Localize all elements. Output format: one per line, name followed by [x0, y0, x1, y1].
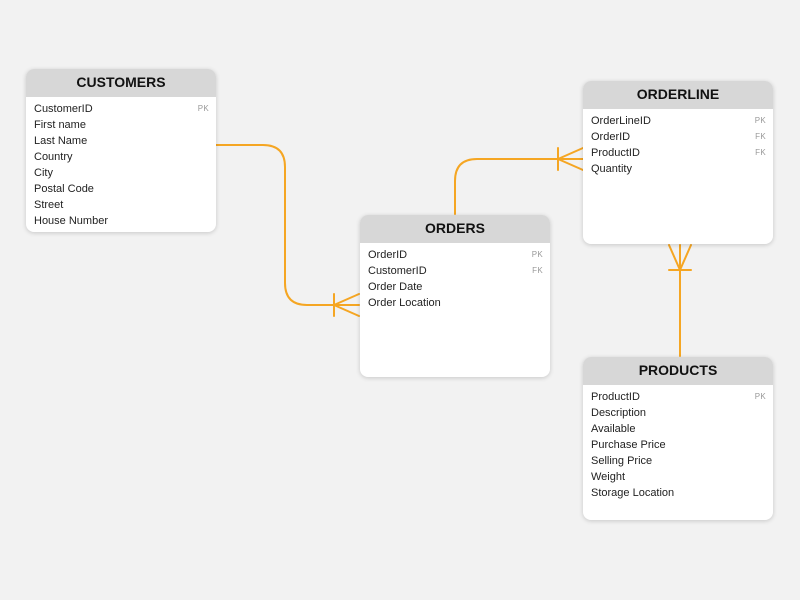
field-row[interactable]: First name [26, 117, 216, 133]
field-row[interactable]: OrderLineID PK [583, 113, 773, 129]
field-row[interactable]: OrderID FK [583, 129, 773, 145]
field-row[interactable]: Street [26, 197, 216, 213]
field-row[interactable]: ProductID FK [583, 145, 773, 161]
field-row[interactable]: Weight [583, 469, 773, 485]
field-name: Postal Code [34, 183, 94, 195]
crowfoot-orderline-right [679, 244, 692, 271]
field-name: Country [34, 151, 73, 163]
field-name: Weight [591, 471, 626, 483]
entity-orderline[interactable]: ORDERLINE OrderLineID PK OrderID FK Produc… [583, 81, 773, 244]
field-name: CustomerID [34, 103, 93, 115]
field-name: Street [34, 199, 64, 211]
field-row[interactable]: CustomerID PK [26, 101, 216, 117]
field-row[interactable]: Available [583, 421, 773, 437]
field-name: House Number [34, 215, 108, 227]
key-badge: FK [755, 132, 766, 141]
field-row[interactable]: Postal Code [26, 181, 216, 197]
crowfoot-orderline-bottom [557, 158, 584, 171]
entity-customers[interactable]: CUSTOMERS CustomerID PK First name Last N… [26, 69, 216, 232]
crowfoot-orderline-top [557, 147, 584, 160]
entity-title: ORDERLINE [583, 81, 773, 109]
key-badge: PK [197, 104, 209, 113]
field-list: OrderLineID PK OrderID FK ProductID FK Quan… [583, 109, 773, 177]
field-row[interactable]: Selling Price [583, 453, 773, 469]
field-name: Order Date [368, 281, 423, 293]
field-name: Selling Price [591, 455, 653, 467]
field-name: City [34, 167, 53, 179]
field-row[interactable]: CustomerID FK [360, 263, 550, 279]
entity-title: PRODUCTS [583, 357, 773, 385]
entity-orders[interactable]: ORDERS OrderID PK CustomerID FK Order Date… [360, 215, 550, 377]
field-row[interactable]: Last Name [26, 133, 216, 149]
relationship-orders-orderline[interactable] [454, 158, 584, 215]
field-row[interactable]: Order Location [360, 295, 550, 311]
field-row[interactable]: City [26, 165, 216, 181]
key-badge: PK [754, 116, 766, 125]
field-row[interactable]: Country [26, 149, 216, 165]
field-list: CustomerID PK First name Last Name Countr… [26, 97, 216, 229]
field-row[interactable]: Description [583, 405, 773, 421]
field-row[interactable]: House Number [26, 213, 216, 229]
field-list: ProductID PK Description Available Purcha… [583, 385, 773, 501]
field-row[interactable]: Order Date [360, 279, 550, 295]
relationship-customers-orders[interactable] [215, 144, 360, 306]
field-name: Quantity [591, 163, 632, 175]
field-name: Purchase Price [591, 439, 666, 451]
field-row[interactable]: Quantity [583, 161, 773, 177]
field-list: OrderID PK CustomerID FK Order Date Order … [360, 243, 550, 311]
field-name: OrderLineID [591, 115, 651, 127]
crowfoot-orders-top [333, 293, 360, 306]
field-row[interactable]: ProductID PK [583, 389, 773, 405]
crowfoot-orders-bottom [333, 304, 360, 317]
field-name: ProductID [591, 147, 640, 159]
field-name: Description [591, 407, 647, 419]
field-row[interactable]: OrderID PK [360, 247, 550, 263]
key-badge: FK [755, 148, 766, 157]
field-name: Last Name [34, 135, 88, 147]
field-name: First name [34, 119, 86, 131]
field-name: OrderID [591, 131, 631, 143]
field-name: Storage Location [591, 487, 675, 499]
field-row[interactable]: Purchase Price [583, 437, 773, 453]
entity-products[interactable]: PRODUCTS ProductID PK Description Availab… [583, 357, 773, 520]
key-badge: FK [532, 266, 543, 275]
entity-title: ORDERS [360, 215, 550, 243]
crowfoot-orderline-left [668, 244, 681, 271]
key-badge: PK [754, 392, 766, 401]
field-name: ProductID [591, 391, 640, 403]
field-name: Available [591, 423, 636, 435]
key-badge: PK [531, 250, 543, 259]
field-name: CustomerID [368, 265, 427, 277]
field-row[interactable]: Storage Location [583, 485, 773, 501]
field-name: Order Location [368, 297, 441, 309]
entity-title: CUSTOMERS [26, 69, 216, 97]
field-name: OrderID [368, 249, 408, 261]
